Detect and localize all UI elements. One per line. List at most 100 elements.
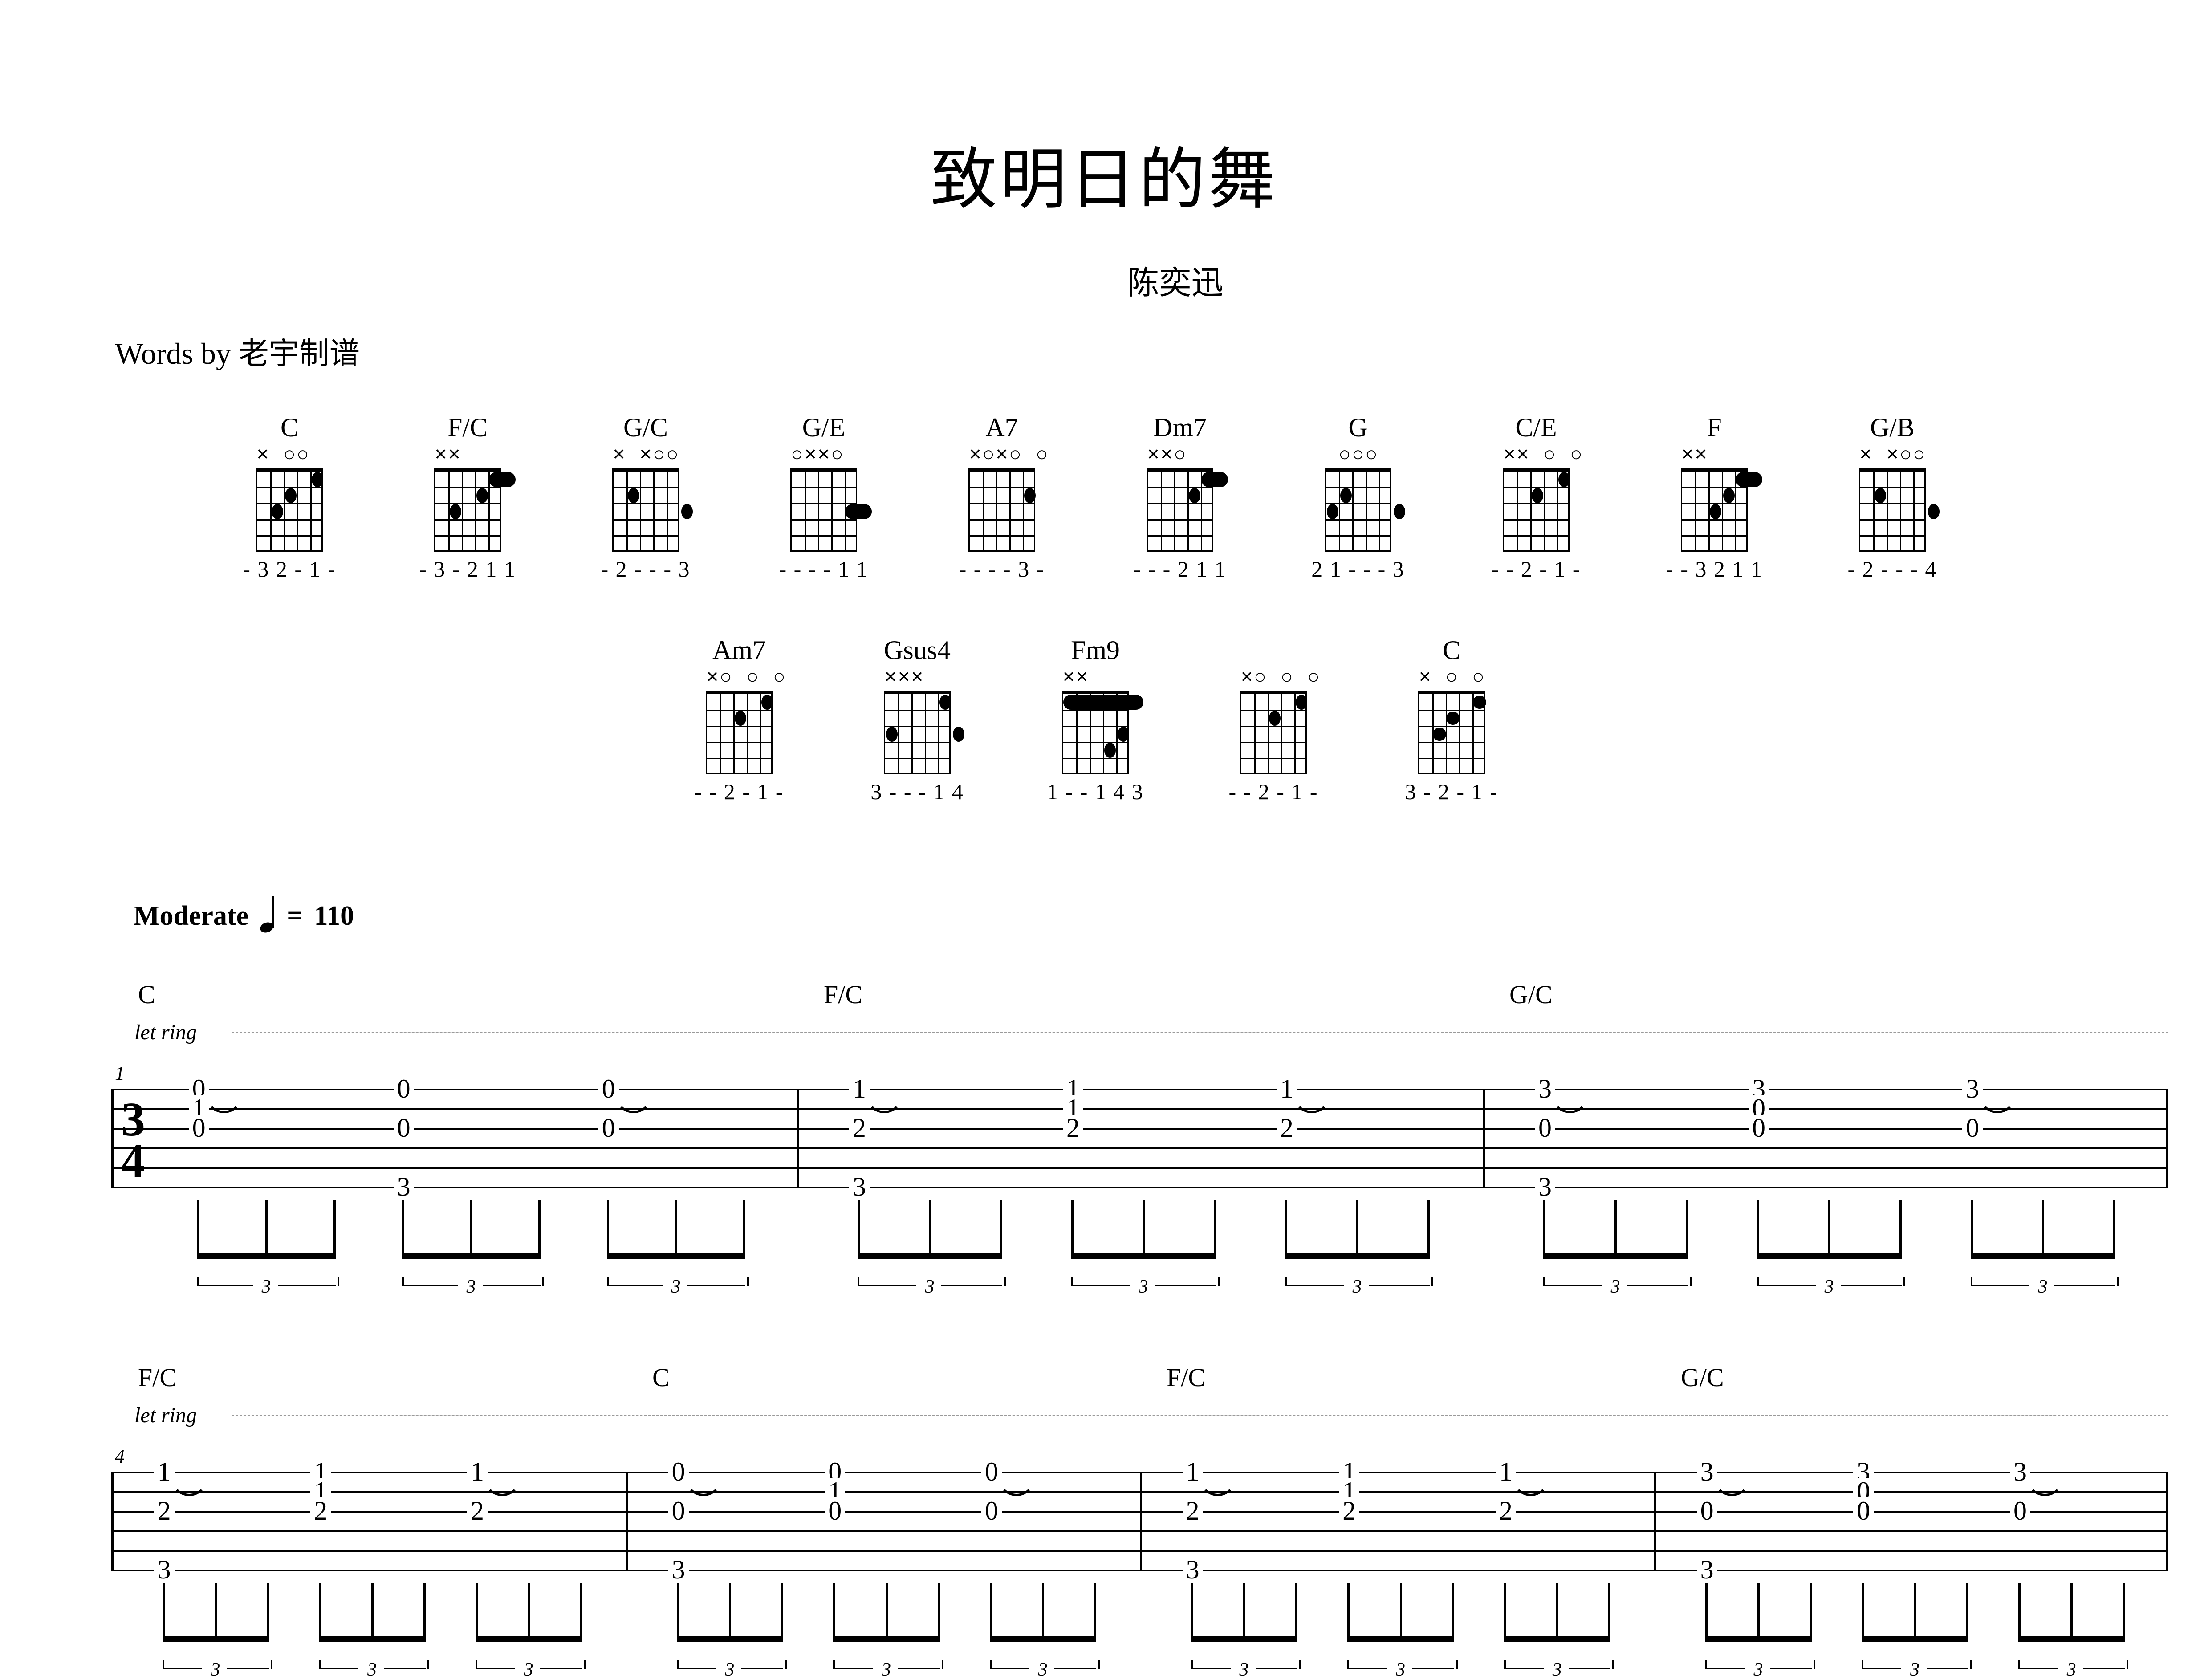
rhythm-stem [1285, 1200, 1287, 1253]
rhythm-stem [2070, 1583, 2073, 1636]
rhythm-stem [1705, 1583, 1708, 1636]
tab-fret-number: 0 [393, 1075, 414, 1102]
fret-line [885, 725, 949, 727]
muted-string-icon: × [804, 442, 817, 465]
tie-slur [170, 1476, 208, 1496]
tuplet-line [540, 1668, 582, 1669]
tab-fret-number: 3 [668, 1556, 689, 1583]
tuplet-line [1543, 1285, 1602, 1286]
tuplet-number: 3 [520, 1660, 537, 1679]
chord-name: G [1348, 413, 1368, 442]
muted-string-icon: × [1886, 442, 1899, 465]
rhythm-stem [1094, 1583, 1097, 1636]
tuplet-line [197, 1285, 253, 1286]
finger-dot [1394, 504, 1405, 519]
let-ring-dashed-line [232, 1032, 2168, 1033]
finger-dot [1024, 488, 1036, 503]
muted-string-icon: × [996, 442, 1008, 465]
chord-name: G/E [802, 413, 846, 442]
rhythm-stem [1828, 1200, 1830, 1253]
tab-staff-line [111, 1187, 2168, 1188]
rhythm-stem [1143, 1200, 1145, 1253]
rhythm-stem [402, 1200, 404, 1253]
open-string-icon: ○ [1543, 442, 1556, 465]
finger-dot [886, 727, 898, 742]
fret-line [707, 757, 771, 759]
finger-dot [953, 727, 964, 742]
string-line [982, 472, 984, 550]
open-string-markers: ×○○○ [706, 665, 785, 691]
tie-slur [1551, 1093, 1589, 1113]
fingering-numbers: - - 2 - 1 - [1491, 557, 1581, 582]
open-string-icon: ○ [720, 665, 732, 688]
tuplet-line [606, 1285, 663, 1286]
fret-line [257, 503, 321, 504]
rhythm-stem [728, 1583, 731, 1636]
string-line [1281, 694, 1282, 773]
finger-dot [1723, 488, 1735, 503]
rhythm-stem [1214, 1200, 1216, 1253]
rhythm-beam [1071, 1253, 1216, 1259]
tuplet-line [2083, 1668, 2125, 1669]
string-line [488, 472, 490, 550]
muted-string-icon: × [1062, 665, 1075, 688]
fret-line [1504, 487, 1568, 488]
tuplet-number: 3 [1907, 1660, 1923, 1679]
fret-line [1419, 741, 1484, 743]
rhythm-stem [1295, 1583, 1298, 1636]
string-line [626, 472, 628, 550]
finger-dot [1928, 504, 1940, 519]
open-string-icon: ○ [1254, 665, 1266, 688]
rhythm-stem [743, 1200, 746, 1253]
open-string-markers: ×○×○○ [968, 442, 1048, 468]
tab-staff-line [111, 1570, 2168, 1571]
fret-line [1326, 503, 1390, 504]
rhythm-stem [371, 1583, 374, 1636]
fret-line [885, 741, 949, 743]
fret-line [1682, 503, 1746, 504]
string-line [283, 472, 285, 550]
fret-line [792, 503, 856, 504]
fret-line [1063, 725, 1127, 727]
tuplet-line [475, 1668, 516, 1669]
tuplet-line [1191, 1668, 1231, 1669]
tuplet-bracket [1071, 1277, 1220, 1286]
rhythm-beam [475, 1636, 582, 1642]
rhythm-stem [2113, 1200, 2115, 1253]
fingering-numbers: 3 - 2 - 1 - [1405, 779, 1498, 804]
fret-line [1419, 725, 1484, 727]
string-line [1294, 694, 1296, 773]
rhythm-stem [1971, 1200, 1973, 1253]
muted-string-icon: × [448, 442, 460, 465]
rhythm-stem [1862, 1583, 1864, 1636]
open-string-icon: ○ [653, 442, 665, 465]
fingering-numbers: - 3 - 2 1 1 [419, 557, 516, 582]
string-line [666, 472, 668, 550]
rhythm-stem [1757, 1583, 1760, 1636]
string-line [733, 694, 735, 773]
open-string-icon: ○ [831, 442, 843, 465]
tuplet-number: 3 [878, 1660, 895, 1679]
tab-fret-number: 0 [393, 1115, 414, 1141]
let-ring-label: let ring [134, 1021, 197, 1044]
tuplet-line [1569, 1668, 1611, 1669]
finger-dot [1433, 728, 1446, 741]
finger-dot [1104, 743, 1116, 758]
fret-line [435, 487, 500, 488]
chord-diagram-dm7: Dm7××○- - - 2 1 1 [1126, 414, 1233, 580]
tab-fret-number: 0 [668, 1497, 689, 1524]
tab-fret-number: 0 [825, 1497, 846, 1524]
barline [1140, 1472, 1142, 1570]
muted-string-icon: × [1517, 442, 1529, 465]
string-line [831, 472, 833, 550]
fret-line [1419, 757, 1484, 759]
tie-slur [684, 1476, 722, 1496]
finger-dot [1118, 727, 1129, 742]
tuplet-line [989, 1668, 1030, 1669]
finger-dot [681, 504, 693, 519]
fret-line [1860, 519, 1924, 521]
muted-string-icon: × [911, 665, 923, 688]
tuplet-bracket [1285, 1277, 1433, 1286]
fretboard-grid [434, 472, 516, 552]
tuplet-line [941, 1285, 1002, 1286]
